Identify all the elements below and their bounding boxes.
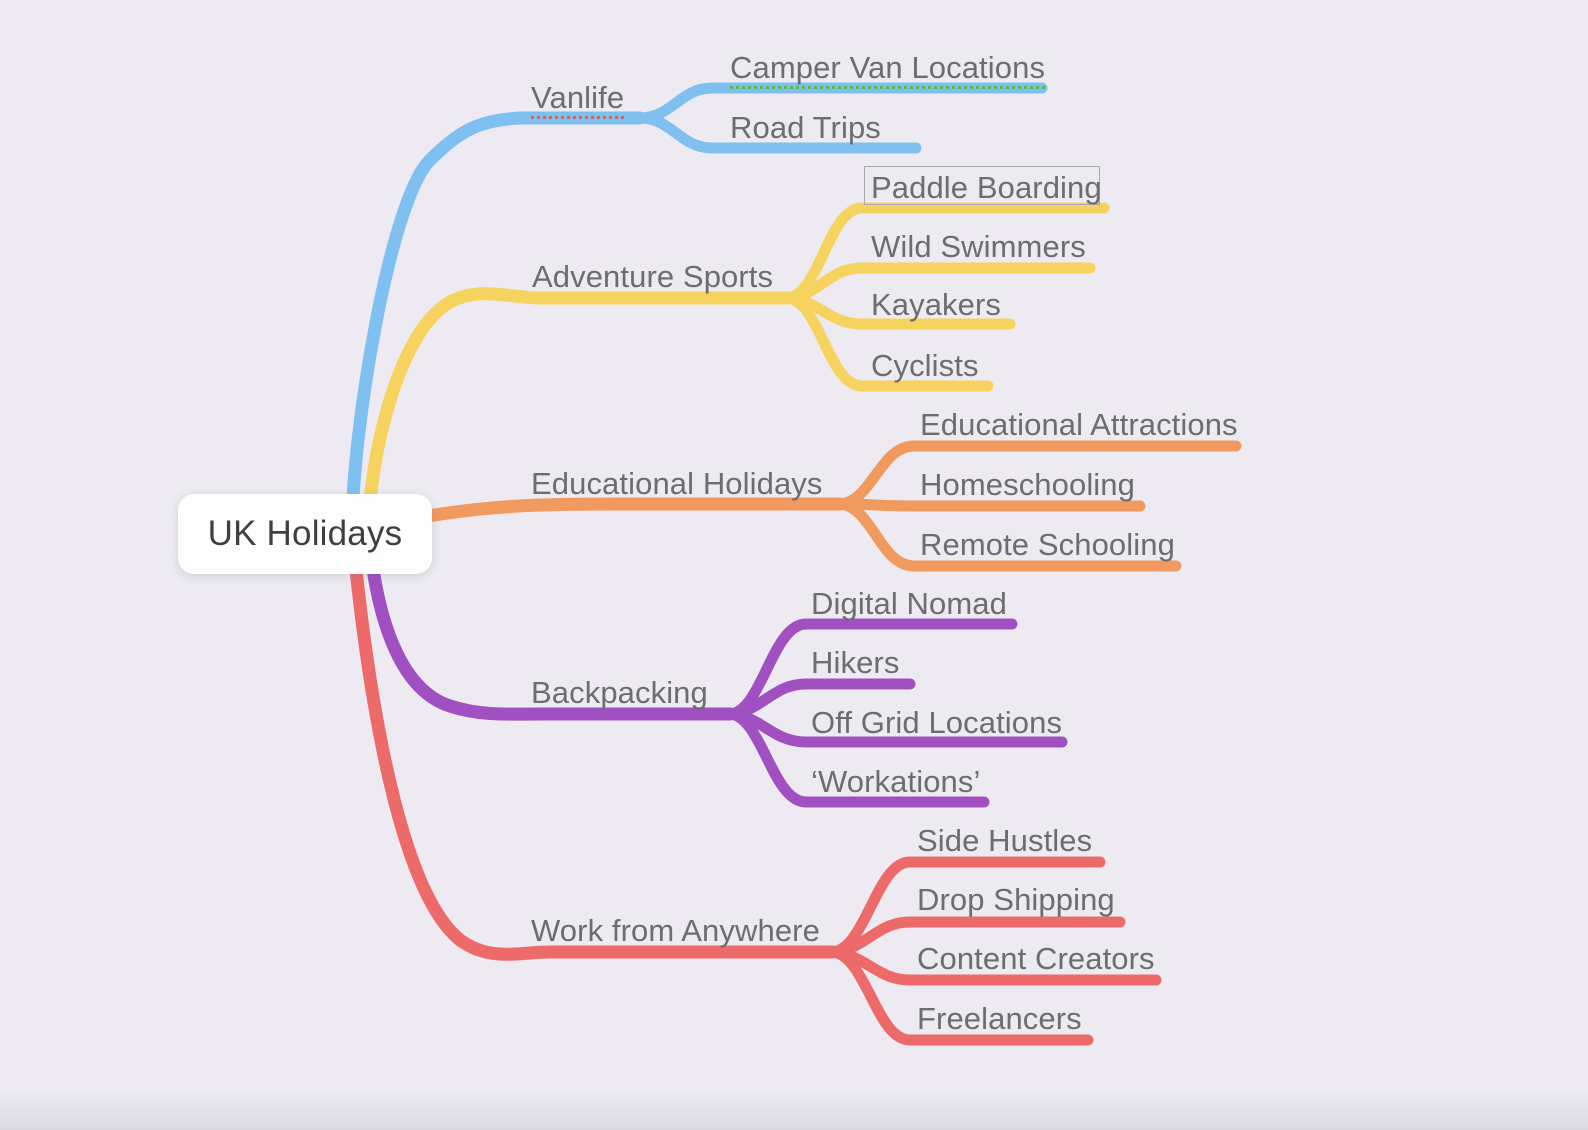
node-backpacking[interactable]: Backpacking [531,677,708,708]
node-cyclists[interactable]: Cyclists [871,350,979,381]
node-vanlife[interactable]: Vanlife [531,80,625,119]
node-adventure-sports-label: Adventure Sports [532,259,774,294]
node-educational-holidays[interactable]: Educational Holidays [531,468,823,499]
node-vanlife-label: Vanlife [531,80,625,119]
branch-line-vanlife [345,82,1048,537]
node-educational-holidays-label: Educational Holidays [531,466,823,501]
node-side-hustles[interactable]: Side Hustles [917,825,1092,856]
branch-line-work-from-anywhere [349,563,1162,1046]
node-road-trips[interactable]: Road Trips [730,112,881,143]
node-freelancers-label: Freelancers [917,1001,1082,1036]
node-kayakers-label: Kayakers [871,287,1002,322]
node-content-creators[interactable]: Content Creators [917,943,1155,974]
node-kayakers[interactable]: Kayakers [871,289,1001,320]
node-hikers[interactable]: Hikers [811,647,899,678]
node-drop-shipping-label: Drop Shipping [917,882,1115,917]
branch-line-adventure-sports [361,202,1110,541]
root-node[interactable]: UK Holidays [178,494,432,574]
node-wild-swimmers-label: Wild Swimmers [871,229,1086,264]
node-homeschooling-label: Homeschooling [920,467,1135,502]
node-cyclists-label: Cyclists [871,348,979,383]
node-off-grid-locations-label: Off Grid Locations [811,705,1063,740]
node-wild-swimmers[interactable]: Wild Swimmers [871,231,1086,262]
selection-outline-paddle-boarding[interactable] [864,166,1100,205]
node-educational-attractions-label: Educational Attractions [920,407,1238,442]
node-digital-nomad[interactable]: Digital Nomad [811,588,1007,619]
node-workations-label: ‘Workations’ [811,764,981,799]
node-paddle-boarding-label: Paddle Boarding [871,170,1102,205]
root-node-label: UK Holidays [207,514,403,553]
node-remote-schooling[interactable]: Remote Schooling [920,529,1175,560]
node-road-trips-label: Road Trips [730,110,881,145]
node-drop-shipping[interactable]: Drop Shipping [917,884,1115,915]
node-paddle-boarding[interactable]: Paddle Boarding [871,172,1102,203]
node-hikers-label: Hikers [811,645,900,680]
node-adventure-sports[interactable]: Adventure Sports [532,261,773,292]
branch-line-backpacking [365,555,1068,808]
node-off-grid-locations[interactable]: Off Grid Locations [811,707,1062,738]
node-homeschooling[interactable]: Homeschooling [920,469,1135,500]
node-content-creators-label: Content Creators [917,941,1155,976]
branch-line-educational-holidays [421,440,1242,572]
node-work-from-anywhere[interactable]: Work from Anywhere [531,915,820,946]
node-side-hustles-label: Side Hustles [917,823,1093,858]
node-work-from-anywhere-label: Work from Anywhere [531,913,820,948]
node-digital-nomad-label: Digital Nomad [811,586,1007,621]
node-workations[interactable]: ‘Workations’ [811,766,980,797]
node-backpacking-label: Backpacking [531,675,708,710]
node-freelancers[interactable]: Freelancers [917,1003,1082,1034]
node-camper-van-locations[interactable]: Camper Van Locations [730,50,1046,89]
node-camper-van-locations-label: Camper Van Locations [730,50,1046,89]
node-remote-schooling-label: Remote Schooling [920,527,1175,562]
node-educational-attractions[interactable]: Educational Attractions [920,409,1238,440]
